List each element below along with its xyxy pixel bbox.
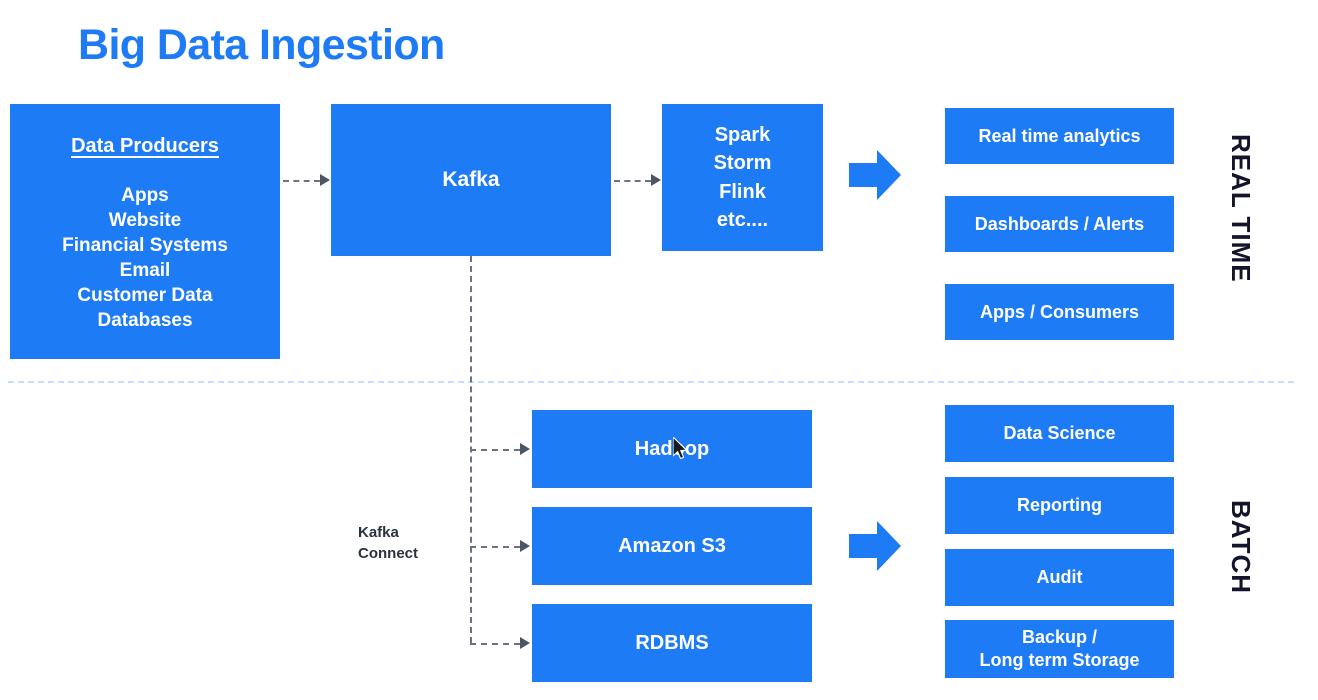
- batch-output-box[interactable]: Backup / Long term Storage: [945, 620, 1174, 678]
- mouse-pointer-icon: [673, 437, 688, 460]
- batch-output-label: Reporting: [1017, 495, 1102, 516]
- dashed-arrow-right-icon: [520, 443, 530, 455]
- dashed-arrow-right-icon: [520, 540, 530, 552]
- batch-store-label: Amazon S3: [618, 534, 726, 557]
- batch-output-label: Audit: [1036, 567, 1083, 588]
- block-arrow-right-icon: [849, 150, 901, 200]
- realtime-output-box[interactable]: Apps / Consumers: [945, 284, 1174, 340]
- list-item: Website: [108, 210, 182, 232]
- section-label-batch: BATCH: [1226, 500, 1256, 595]
- list-item: etc....: [716, 208, 769, 231]
- data-producers-heading: Data Producers: [71, 135, 219, 157]
- dashed-arrow-right-icon: [651, 174, 661, 186]
- batch-output-label-multiline: Backup / Long term Storage: [945, 626, 1174, 673]
- connector-to-amazon-s3: [470, 546, 520, 548]
- data-producers-box[interactable]: Data Producers Apps Website Financial Sy…: [10, 104, 280, 359]
- list-item: Customer Data: [77, 285, 213, 307]
- batch-output-box[interactable]: Data Science: [945, 405, 1174, 462]
- section-label-real-time: REAL TIME: [1226, 134, 1256, 283]
- kafka-box[interactable]: Kafka: [331, 104, 611, 256]
- batch-output-label-line2: Long term Storage: [979, 650, 1140, 670]
- block-arrow-right-icon: [849, 521, 901, 571]
- data-producers-list: Apps Website Financial Systems Email Cus…: [10, 183, 280, 333]
- list-item: Storm: [713, 152, 772, 175]
- batch-store-box[interactable]: Amazon S3: [532, 507, 812, 585]
- page-title: Big Data Ingestion: [78, 21, 445, 69]
- realtime-output-label: Dashboards / Alerts: [974, 213, 1145, 234]
- batch-store-label: Hadoop: [634, 437, 710, 460]
- realtime-output-label: Apps / Consumers: [979, 301, 1140, 322]
- dashed-arrow-right-icon: [520, 637, 530, 649]
- list-item: Apps: [121, 185, 169, 206]
- batch-store-box[interactable]: RDBMS: [532, 604, 812, 682]
- kafka-label: Kafka: [442, 167, 500, 191]
- kafka-connect-label: Kafka Connect: [358, 522, 418, 565]
- list-item: Databases: [97, 310, 193, 332]
- batch-output-label: Data Science: [1003, 423, 1116, 444]
- kafka-connect-label-line2: Connect: [358, 545, 418, 563]
- connector-to-hadoop: [470, 449, 520, 451]
- list-item: Spark: [714, 123, 771, 146]
- section-divider: [8, 381, 1294, 383]
- connector-to-rdbms: [470, 643, 520, 645]
- realtime-output-box[interactable]: Dashboards / Alerts: [945, 196, 1174, 252]
- kafka-connect-label-line1: Kafka: [358, 524, 399, 541]
- batch-output-box[interactable]: Audit: [945, 549, 1174, 606]
- batch-store-box[interactable]: Hadoop: [532, 410, 812, 488]
- batch-output-label-line1: Backup /: [1021, 626, 1098, 647]
- list-item: Email: [119, 260, 171, 282]
- list-item: Flink: [719, 180, 766, 203]
- realtime-output-box[interactable]: Real time analytics: [945, 108, 1174, 164]
- stream-processing-box[interactable]: Spark Storm Flink etc....: [662, 104, 823, 251]
- stream-processing-list: Spark Storm Flink etc....: [662, 121, 823, 235]
- connector-kafka-to-stream: [614, 180, 651, 182]
- list-item: Financial Systems: [62, 235, 228, 257]
- batch-output-box[interactable]: Reporting: [945, 477, 1174, 534]
- realtime-output-label: Real time analytics: [978, 125, 1141, 146]
- batch-store-label: RDBMS: [635, 631, 709, 654]
- connector-producers-to-kafka: [283, 180, 320, 182]
- dashed-arrow-right-icon: [320, 174, 330, 186]
